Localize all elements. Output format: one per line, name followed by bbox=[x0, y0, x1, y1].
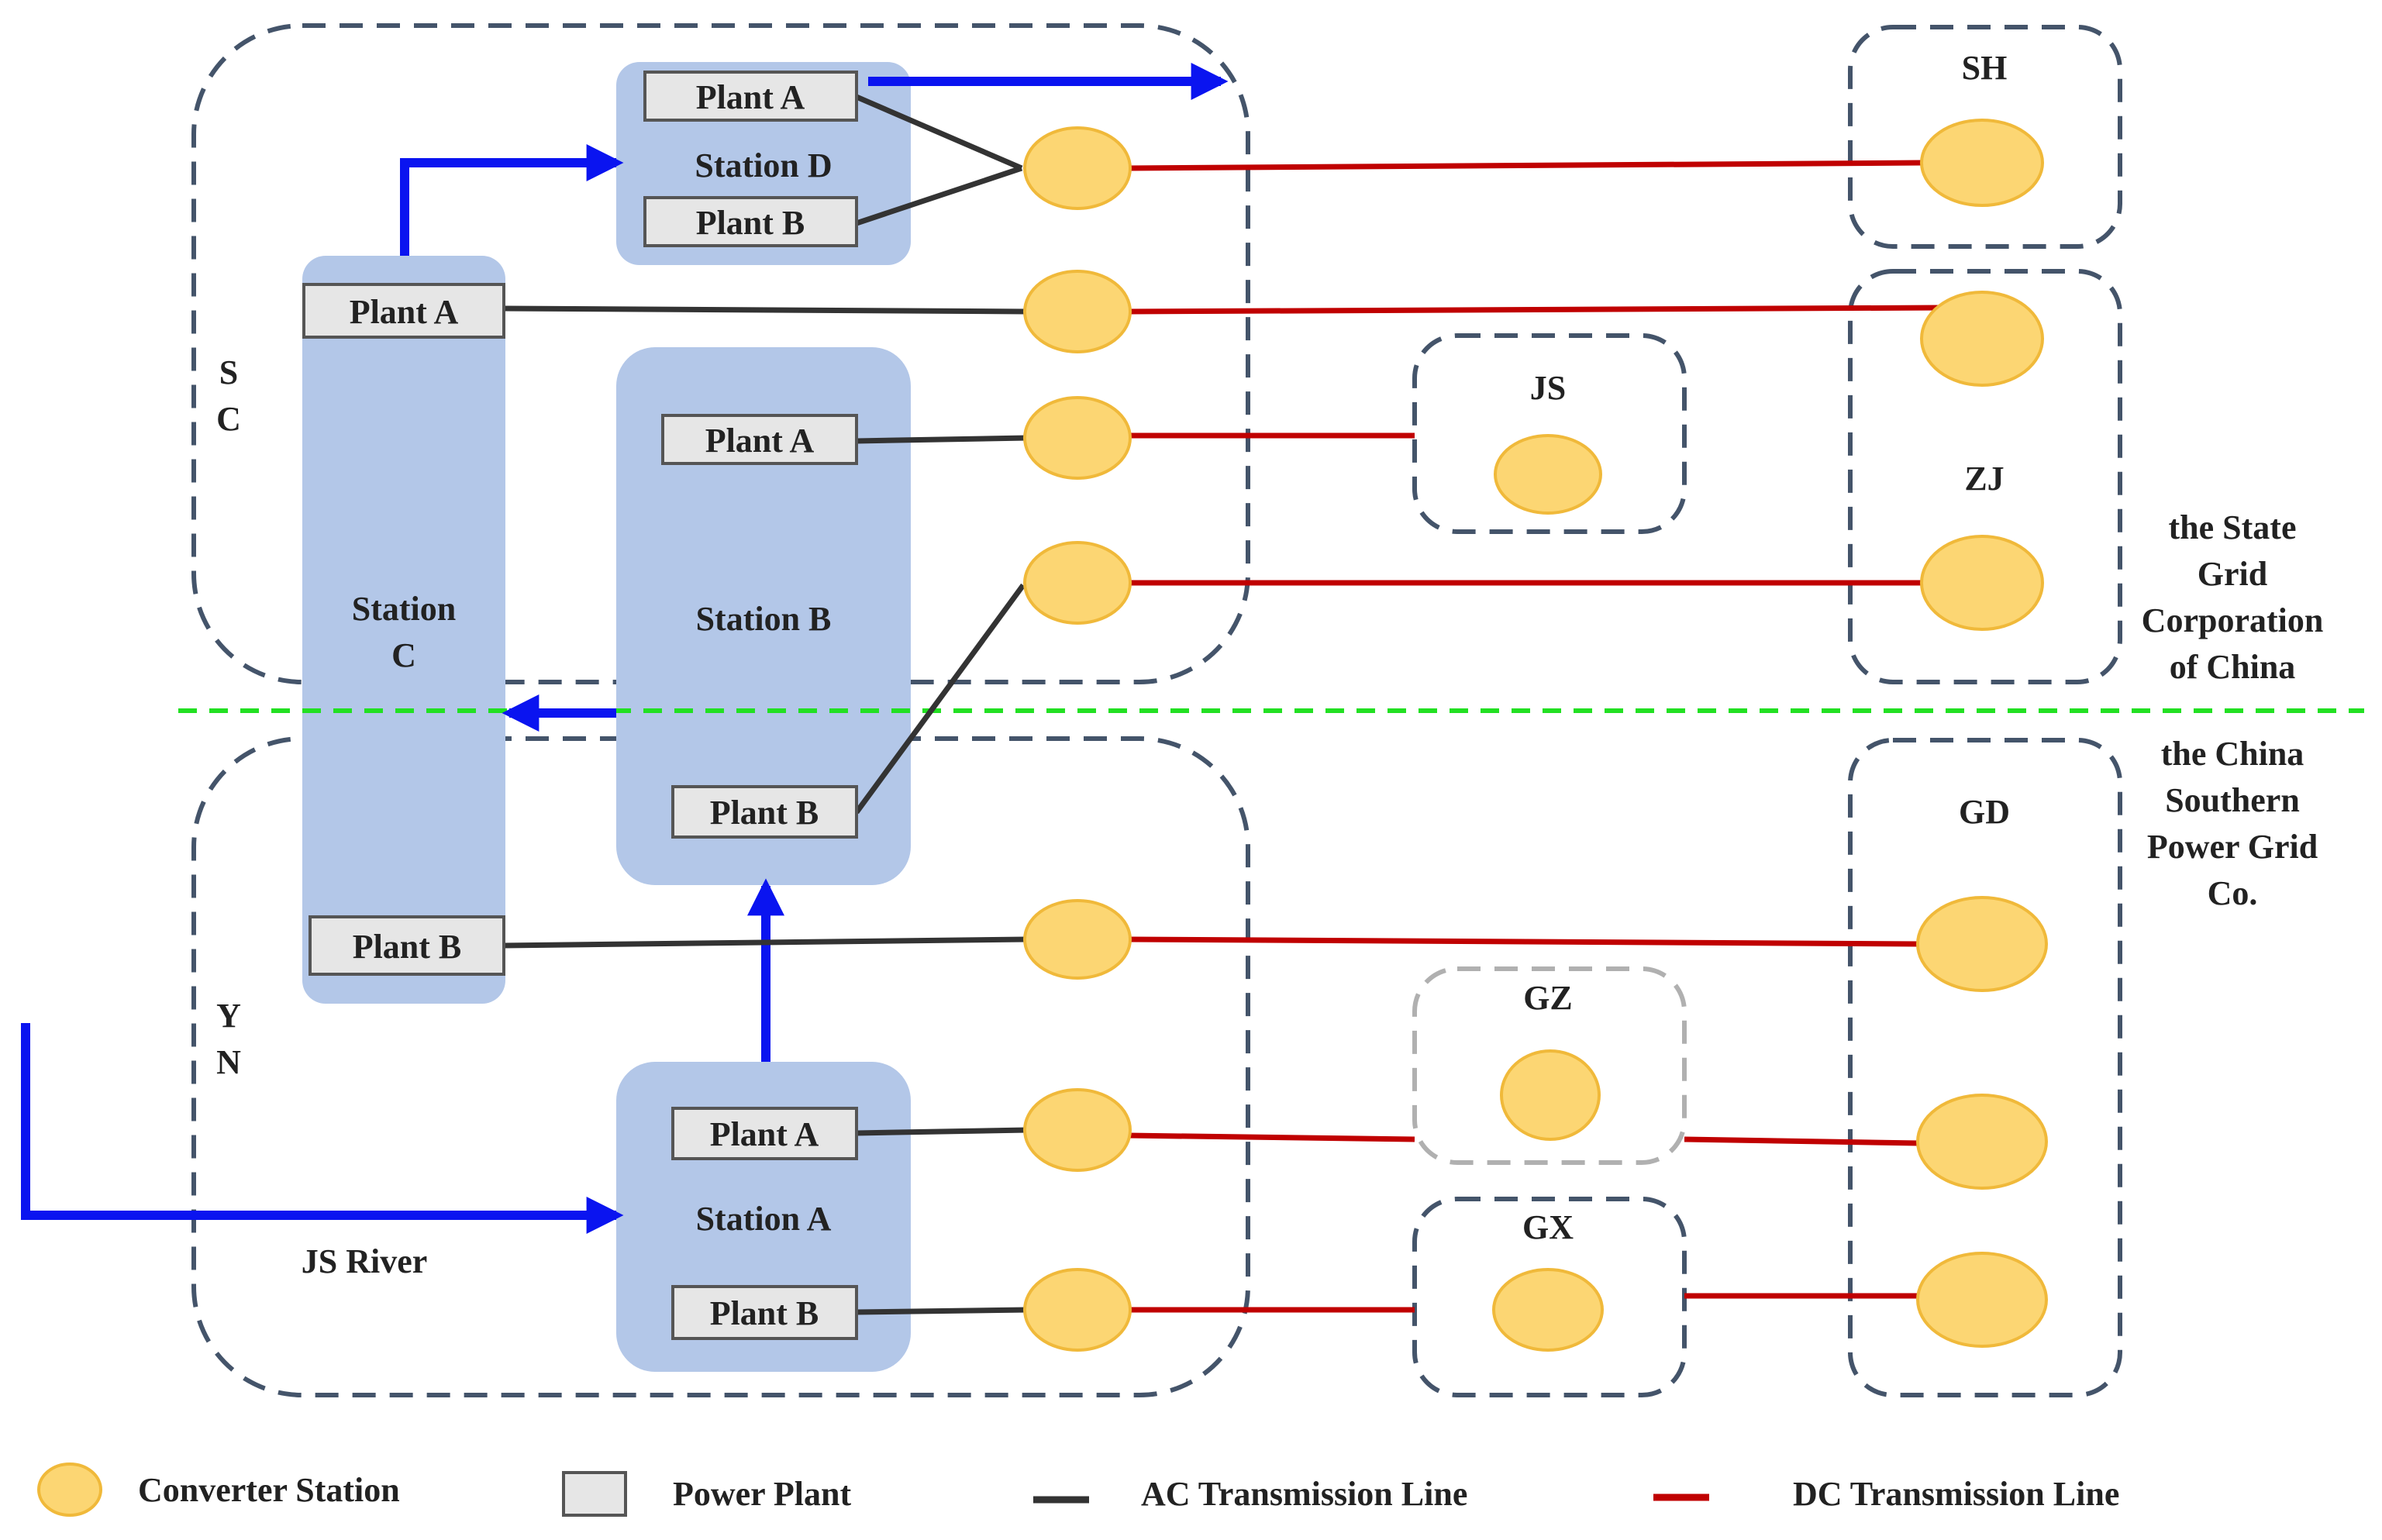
southern-grid-label-4: Co. bbox=[2208, 874, 2258, 912]
legend-converter-label: Converter Station bbox=[138, 1471, 400, 1509]
legend-ac-label: AC Transmission Line bbox=[1141, 1475, 1467, 1513]
station-a-label: Station A bbox=[696, 1200, 832, 1238]
ac-line-d-plant-b bbox=[855, 165, 1023, 226]
station-c-plant-a-box bbox=[302, 283, 505, 339]
station-a-plant-a-box bbox=[671, 1107, 858, 1160]
region-yn-label-1: Y bbox=[216, 997, 241, 1035]
converter-station-a-b bbox=[1023, 1268, 1132, 1352]
region-sh-boundary bbox=[1848, 25, 2122, 249]
dc-line-to-gz bbox=[1127, 1132, 1415, 1142]
southern-grid-label-2: Southern bbox=[2165, 781, 2300, 819]
region-sc-label-1: S bbox=[219, 353, 238, 391]
region-gx-label: GX bbox=[1522, 1208, 1574, 1246]
state-grid-label-4: of China bbox=[2170, 648, 2296, 686]
ac-line-a-plant-b bbox=[856, 1307, 1028, 1315]
region-js-label: JS bbox=[1530, 369, 1566, 407]
converter-gd-1 bbox=[1916, 896, 2048, 992]
converter-gz bbox=[1500, 1049, 1601, 1141]
converter-gd-2 bbox=[1916, 1094, 2048, 1190]
station-c-label-line1: Station bbox=[352, 590, 456, 628]
converter-station-d bbox=[1023, 126, 1132, 210]
region-gz-boundary bbox=[1412, 966, 1687, 1165]
station-b-plant-a-box bbox=[661, 414, 858, 465]
station-c-plant-a-label: Plant A bbox=[350, 293, 459, 331]
converter-station-c-b bbox=[1023, 899, 1132, 980]
converter-gx bbox=[1492, 1268, 1604, 1352]
station-c-plant-b-box bbox=[309, 915, 505, 976]
dc-line-to-zj-1 bbox=[1127, 305, 1942, 315]
converter-station-b-b bbox=[1023, 541, 1132, 625]
station-a-plant-b-label: Plant B bbox=[710, 1294, 819, 1332]
region-gd-boundary bbox=[1848, 738, 2122, 1397]
southern-grid-label-1: the China bbox=[2161, 735, 2304, 773]
region-gd-label: GD bbox=[1959, 793, 2010, 831]
region-zj-boundary bbox=[1848, 269, 2122, 684]
station-b-plant-b-box bbox=[671, 785, 858, 839]
legend-plant-label: Power Plant bbox=[673, 1475, 851, 1513]
region-sh-label: SH bbox=[1962, 49, 2008, 87]
converter-station-b-a bbox=[1023, 396, 1132, 480]
station-c-label-line2: C bbox=[391, 636, 416, 674]
flow-arrow-js-river bbox=[21, 1023, 624, 1234]
ac-line-c-plant-a bbox=[503, 305, 1028, 315]
station-d-plant-b-box bbox=[643, 196, 858, 247]
ac-line-d-plant-a bbox=[855, 94, 1023, 171]
legend-converter-icon bbox=[37, 1462, 102, 1517]
station-b-plant-b-label: Plant B bbox=[710, 794, 819, 832]
station-b-plant-a-label: Plant A bbox=[705, 422, 815, 460]
station-d-plant-b-label: Plant B bbox=[696, 204, 805, 242]
region-gz-label: GZ bbox=[1523, 979, 1573, 1017]
station-c-box bbox=[302, 256, 505, 1004]
converter-zj-2 bbox=[1920, 535, 2044, 631]
ac-line-c-plant-b bbox=[503, 936, 1028, 949]
region-sc-boundary bbox=[191, 23, 1250, 684]
dc-line-to-gd-1 bbox=[1127, 936, 1919, 947]
converter-station-c-a bbox=[1023, 270, 1132, 353]
station-b-box bbox=[616, 347, 911, 885]
legend-dc-label: DC Transmission Line bbox=[1793, 1475, 2119, 1513]
region-yn-label-2: N bbox=[216, 1043, 241, 1081]
dc-line-gz-to-gd bbox=[1684, 1136, 1919, 1146]
region-zj-label: ZJ bbox=[1964, 460, 2004, 498]
ac-line-b-plant-a bbox=[856, 435, 1028, 444]
region-js-boundary bbox=[1412, 333, 1687, 534]
southern-grid-label-3: Power Grid bbox=[2147, 828, 2318, 866]
converter-js bbox=[1494, 434, 1602, 515]
station-b-label: Station B bbox=[696, 600, 832, 638]
state-grid-label-1: the State bbox=[2169, 508, 2297, 546]
converter-zj-1 bbox=[1920, 291, 2044, 387]
js-river-label: JS River bbox=[302, 1242, 428, 1280]
station-d-label: Station D bbox=[695, 146, 832, 184]
station-d-plant-a-box bbox=[643, 71, 858, 122]
flow-arrow-station-c-to-d bbox=[400, 144, 624, 256]
state-grid-label-3: Corporation bbox=[2142, 601, 2324, 639]
station-a-plant-b-box bbox=[671, 1285, 858, 1340]
converter-sh bbox=[1920, 119, 2044, 207]
state-grid-label-2: Grid bbox=[2198, 555, 2267, 593]
legend-plant-icon bbox=[562, 1471, 627, 1517]
converter-station-a-a bbox=[1023, 1088, 1132, 1172]
station-a-plant-a-label: Plant A bbox=[710, 1115, 819, 1153]
ac-line-b-plant-b bbox=[854, 583, 1026, 815]
dc-line-to-sh bbox=[1127, 160, 1923, 171]
region-sc-label-2: C bbox=[216, 400, 241, 438]
ac-line-a-plant-a bbox=[856, 1127, 1028, 1136]
station-d-plant-a-label: Plant A bbox=[696, 78, 805, 116]
station-c-plant-b-label: Plant B bbox=[353, 928, 462, 966]
converter-gd-3 bbox=[1916, 1252, 2048, 1348]
